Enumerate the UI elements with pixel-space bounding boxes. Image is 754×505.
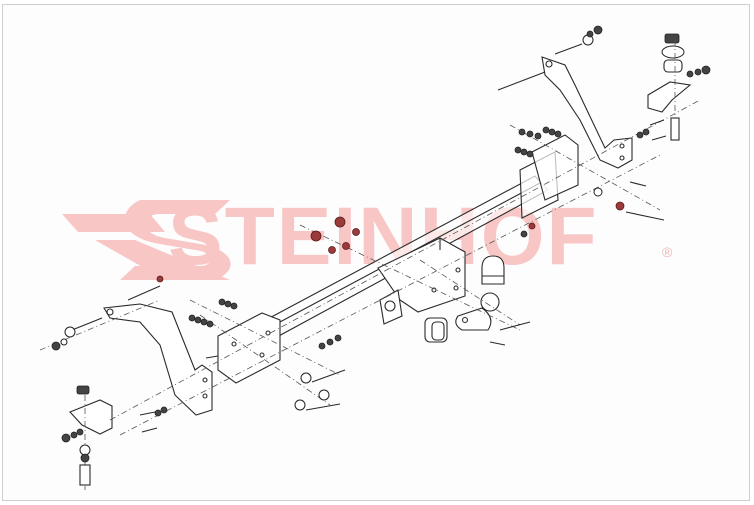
short-bolts [139,119,667,433]
socket-plate [379,289,403,325]
rubber-plug [424,317,448,343]
steinhof-logo-icon [62,200,231,280]
highlighted-nuts [156,201,625,283]
long-bolts [64,34,594,338]
ball-cap [481,255,505,285]
left-angle-bracket [69,385,113,490]
assembly-centerlines [39,99,701,436]
right-angle-bracket [647,33,692,141]
tow-ball [455,292,500,331]
registered-trademark-mark: ® [662,244,673,260]
right-bracket [541,56,633,169]
left-end-plate [217,312,281,384]
left-bracket [103,303,213,416]
fasteners [51,25,711,443]
